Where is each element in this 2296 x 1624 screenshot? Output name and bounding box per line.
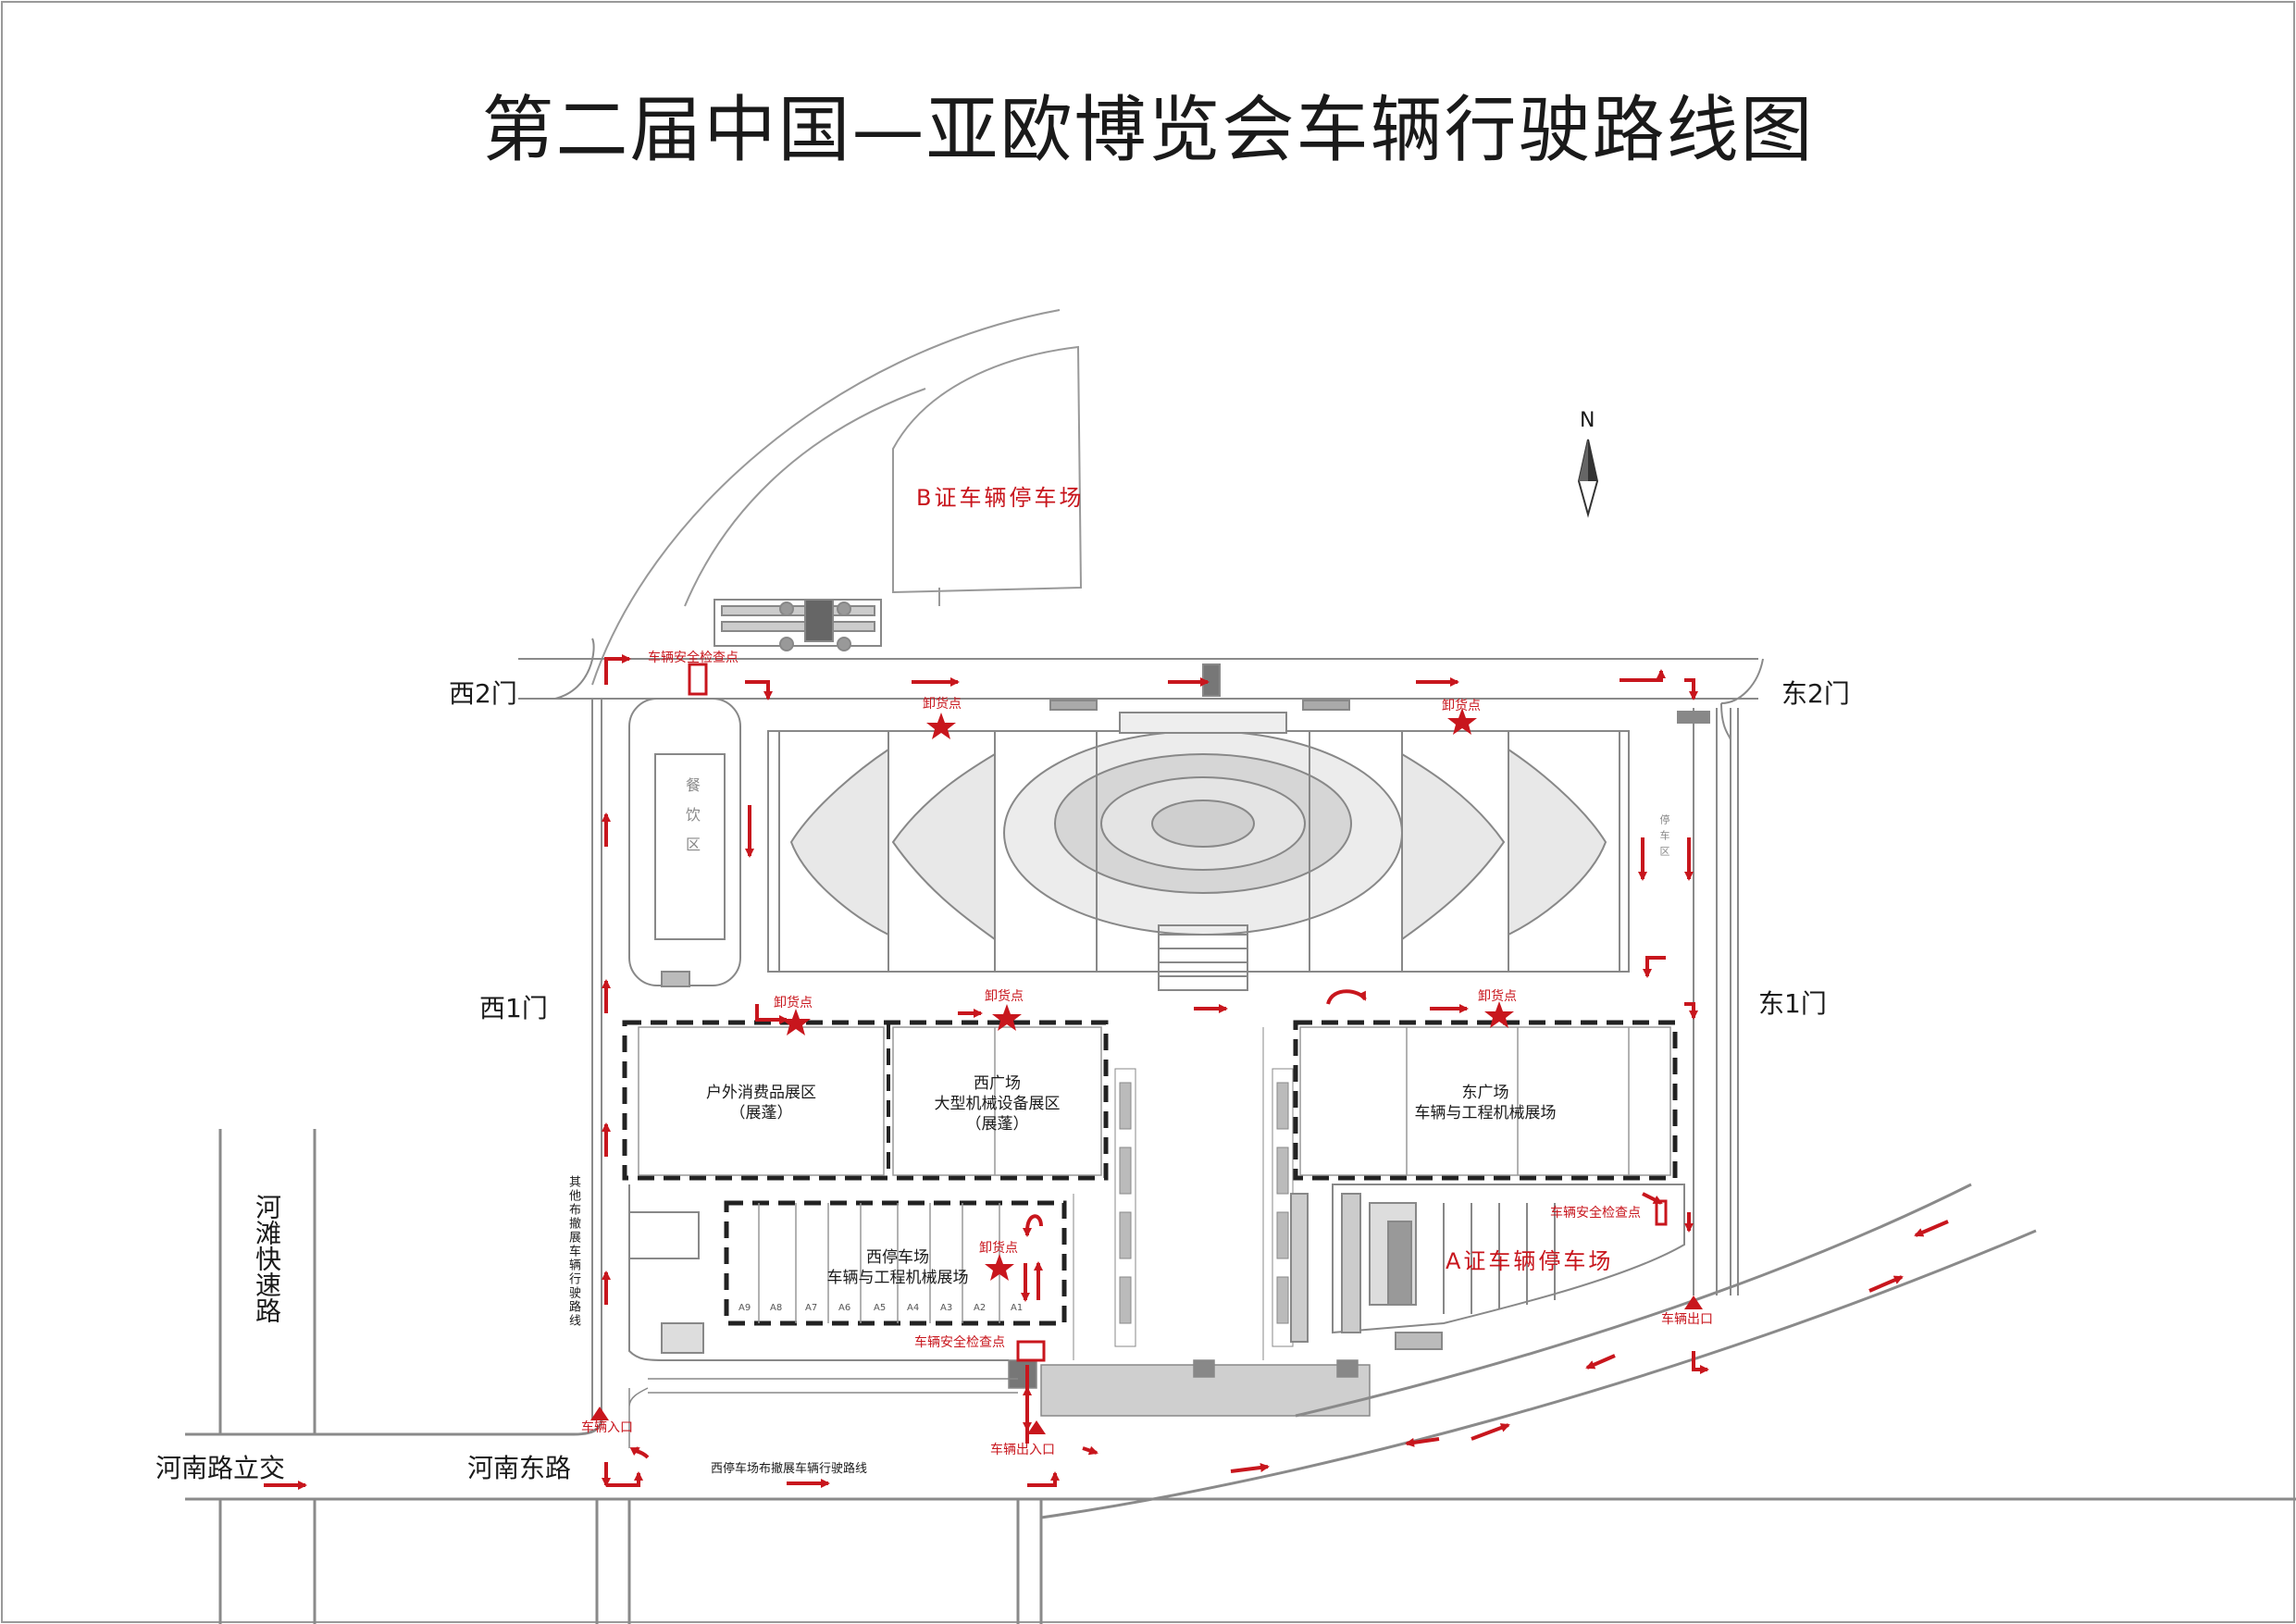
stall-label: A4 — [907, 1303, 920, 1313]
a-lot-label: A证车辆停车场 — [1446, 1248, 1614, 1274]
zone-west-plaza-name: 西广场 — [974, 1074, 1021, 1093]
central-strip — [1073, 1027, 1294, 1360]
zone-east-side: 停车区 — [1658, 814, 1670, 862]
checkpoint-east: 车辆安全检查点 — [1550, 1206, 1641, 1221]
checkpoint-south: 车辆安全检查点 — [914, 1335, 1005, 1350]
hetan-expressway — [218, 1129, 316, 1434]
zone-west-plaza-type: 大型机械设备展区 — [934, 1095, 1061, 1113]
vehicle-exit-label: 车辆出口 — [1661, 1312, 1713, 1327]
stall-label: A9 — [738, 1303, 751, 1313]
zone-west-lot: 西停车场 车辆与工程机械展场 — [796, 1247, 999, 1288]
stall-label: A8 — [770, 1303, 783, 1313]
south-building — [628, 1359, 1371, 1448]
other-route-label: 其他布撤展车辆行驶路线 — [566, 1175, 580, 1328]
road-hetan: 河滩快速路 — [252, 1194, 282, 1323]
west-road — [518, 638, 602, 1420]
zone-west-lot-type: 车辆与工程机械展场 — [826, 1269, 969, 1287]
gate-west2: 西2门 — [449, 678, 517, 709]
dining-area — [628, 698, 741, 987]
gate-west1: 西1门 — [479, 993, 548, 1023]
gate-east1: 东1门 — [1758, 988, 1827, 1019]
vehicle-inout-label: 车辆出入口 — [990, 1443, 1055, 1457]
zone-outdoor-name: 户外消费品展区 — [706, 1084, 816, 1102]
unload-stars — [781, 708, 1514, 1281]
a-lot — [1290, 1184, 1685, 1350]
west-lot-outline — [628, 1184, 1009, 1361]
zone-dining: 餐饮区 — [683, 777, 701, 866]
east2-gate-bar — [1677, 711, 1710, 724]
zone-east-plaza-name: 东广场 — [1461, 1084, 1509, 1102]
unload-north-west: 卸货点 — [923, 697, 962, 712]
road-henan-east: 河南东路 — [467, 1453, 572, 1483]
stall-label: A2 — [974, 1303, 987, 1313]
zone-east-plaza-type: 车辆与工程机械展场 — [1414, 1104, 1557, 1122]
north-road — [518, 658, 1764, 704]
road-henan-interchange: 河南路立交 — [155, 1453, 286, 1483]
zone-outdoor: 户外消费品展区 （展蓬） — [639, 1083, 884, 1123]
unload-zone-outdoor: 卸货点 — [774, 996, 813, 1010]
compass — [1577, 439, 1599, 518]
east-road — [1693, 702, 1739, 1295]
henan-east-road — [185, 1183, 2296, 1624]
unload-north-east: 卸货点 — [1442, 699, 1481, 713]
unload-zone-east: 卸货点 — [1478, 989, 1517, 1004]
stall-label: A1 — [1011, 1303, 1024, 1313]
stall-label: A7 — [805, 1303, 818, 1313]
compass-label: N — [1580, 409, 1595, 432]
main-hall — [767, 663, 1630, 991]
checkpoint-boxes — [688, 663, 1668, 1362]
zone-inner-lines — [638, 1026, 1671, 1323]
zone-west-plaza: 西广场 大型机械设备展区 （展蓬） — [893, 1073, 1101, 1134]
stall-label: A3 — [940, 1303, 953, 1313]
b-lot-label: B证车辆停车场 — [916, 485, 1085, 511]
zone-west-lot-name: 西停车场 — [866, 1248, 929, 1267]
exhibition-zones — [622, 1020, 1678, 1326]
zone-east-plaza: 东广场 车辆与工程机械展场 — [1300, 1083, 1670, 1123]
checkpoint-north: 车辆安全检查点 — [648, 651, 738, 665]
gate-east2: 东2门 — [1781, 678, 1850, 709]
west-lot-route-label: 西停车场布撤展车辆行驶路线 — [711, 1462, 868, 1476]
stall-label: A6 — [838, 1303, 851, 1313]
zone-west-plaza-note: （展蓬） — [965, 1115, 1029, 1134]
entrance-markers — [590, 1295, 1703, 1434]
route-arrows — [264, 654, 1949, 1490]
page-title: 第二届中国—亚欧博览会车辆行驶路线图 — [481, 89, 1815, 172]
stall-label: A5 — [874, 1303, 887, 1313]
vehicle-entrance-label: 车辆入口 — [581, 1420, 633, 1435]
security-building — [714, 599, 882, 651]
unload-zone-west: 卸货点 — [985, 989, 1024, 1004]
unload-west-lot: 卸货点 — [979, 1241, 1018, 1256]
zone-outdoor-note: （展蓬） — [729, 1104, 793, 1122]
b-lot-outline — [591, 309, 1083, 686]
